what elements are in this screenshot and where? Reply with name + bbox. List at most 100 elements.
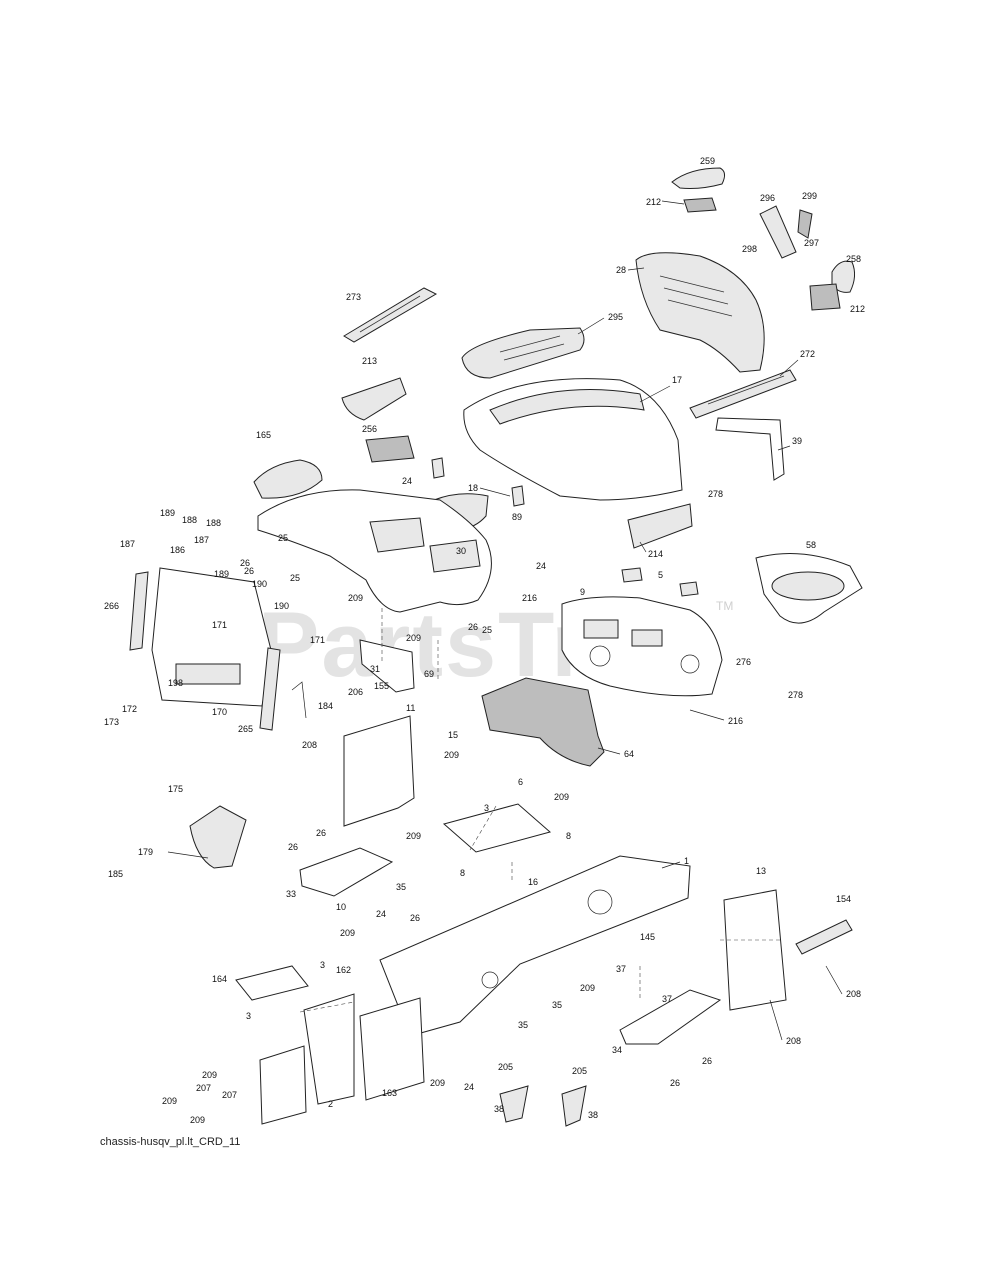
part-17-hood — [463, 378, 683, 501]
callout-189b: 189 — [214, 569, 229, 579]
part-175-cover — [189, 805, 247, 869]
callout-24d: 24 — [464, 1082, 474, 1092]
callout-173: 173 — [104, 717, 119, 727]
callout-259: 259 — [700, 156, 715, 166]
callout-16: 16 — [528, 877, 538, 887]
callout-209h: 209 — [202, 1070, 217, 1080]
callout-8a: 8 — [566, 831, 571, 841]
part-179-rod — [167, 851, 209, 859]
callout-38b: 38 — [588, 1110, 598, 1120]
callout-205b: 205 — [572, 1066, 587, 1076]
callout-6: 6 — [518, 777, 523, 787]
callout-212b: 212 — [850, 304, 865, 314]
callout-212: 212 — [646, 197, 661, 207]
callout-25b: 25 — [290, 573, 300, 583]
callout-216b: 216 — [728, 716, 743, 726]
callout-39: 39 — [792, 436, 802, 446]
part-213-panel — [341, 377, 407, 421]
callout-26e: 26 — [288, 842, 298, 852]
callout-2: 2 — [328, 1099, 333, 1109]
callout-24a: 24 — [402, 476, 412, 486]
callout-13: 13 — [756, 866, 766, 876]
callout-162: 162 — [336, 965, 351, 975]
callout-179: 179 — [138, 847, 153, 857]
callout-273: 273 — [346, 292, 361, 302]
part-272-grille-right — [689, 369, 797, 419]
callout-189a: 189 — [160, 508, 175, 518]
callout-256: 256 — [362, 424, 377, 434]
callout-216a: 216 — [522, 593, 537, 603]
part-154-bracket — [795, 919, 853, 955]
callout-10: 10 — [336, 902, 346, 912]
callout-185: 185 — [108, 869, 123, 879]
callout-35c: 35 — [552, 1000, 562, 1010]
part-273-grille-left — [343, 287, 438, 343]
callout-26b: 26 — [244, 566, 254, 576]
part-34-pedal — [619, 989, 722, 1045]
part-212-cap-right — [809, 283, 841, 311]
callout-11: 11 — [406, 703, 415, 713]
callout-208a: 208 — [302, 740, 317, 750]
part-259-cap — [671, 167, 726, 189]
callout-3b: 3 — [320, 960, 325, 970]
part-299-switch — [797, 209, 813, 239]
part-28-console-housing — [635, 252, 765, 373]
callout-25c: 25 — [482, 625, 492, 635]
part-33-pedal — [299, 847, 394, 897]
callout-24b: 24 — [536, 561, 546, 571]
part-165-seat-pad — [253, 459, 323, 499]
callout-209k: 209 — [430, 1078, 445, 1088]
callout-214: 214 — [648, 549, 663, 559]
callout-28: 28 — [616, 265, 626, 275]
callout-295: 295 — [608, 312, 623, 322]
callout-209g: 209 — [580, 983, 595, 993]
part-258-cap — [831, 260, 856, 293]
callout-26h: 26 — [670, 1078, 680, 1088]
part-2-bracket — [259, 1045, 307, 1125]
callout-278b: 278 — [788, 690, 803, 700]
callout-198: 198 — [168, 678, 183, 688]
part-5-clip — [621, 567, 699, 597]
callout-64: 64 — [624, 749, 634, 759]
callout-276: 276 — [736, 657, 751, 667]
part-184-lever — [291, 681, 307, 719]
callout-172: 172 — [122, 704, 137, 714]
callout-145: 145 — [640, 932, 655, 942]
callout-175: 175 — [168, 784, 183, 794]
callout-209b: 209 — [406, 633, 421, 643]
callout-298: 298 — [742, 244, 757, 254]
callout-207a: 207 — [196, 1083, 211, 1093]
callout-165: 165 — [256, 430, 271, 440]
callout-89: 89 — [512, 512, 522, 522]
callout-18: 18 — [468, 483, 478, 493]
leader-lines — [479, 200, 843, 1041]
callout-26c: 26 — [468, 622, 478, 632]
callout-5: 5 — [658, 570, 663, 580]
part-162-plate — [303, 993, 355, 1105]
part-212-cap-top — [683, 197, 717, 213]
callout-209d: 209 — [554, 792, 569, 802]
callout-31: 31 — [370, 664, 380, 674]
callout-213: 213 — [362, 356, 377, 366]
callout-37b: 37 — [662, 994, 672, 1004]
callout-258: 258 — [846, 254, 861, 264]
callout-26g: 26 — [702, 1056, 712, 1066]
callout-209a: 209 — [348, 593, 363, 603]
callout-190a: 190 — [252, 579, 267, 589]
part-1-frame — [379, 855, 691, 1037]
callout-171a: 171 — [212, 620, 227, 630]
part-38-brackets — [499, 1085, 587, 1127]
callout-15: 15 — [448, 730, 458, 740]
part-295-vent — [461, 327, 585, 379]
callout-296: 296 — [760, 193, 775, 203]
callout-190b: 190 — [274, 601, 289, 611]
callout-155: 155 — [374, 681, 389, 691]
part-31-bracket — [359, 639, 415, 693]
callout-206: 206 — [348, 687, 363, 697]
callout-187a: 187 — [120, 539, 135, 549]
watermark-trademark: TM — [716, 599, 733, 613]
part-266-rail — [129, 571, 149, 651]
callout-24c: 24 — [376, 909, 386, 919]
callout-3c: 3 — [246, 1011, 251, 1021]
